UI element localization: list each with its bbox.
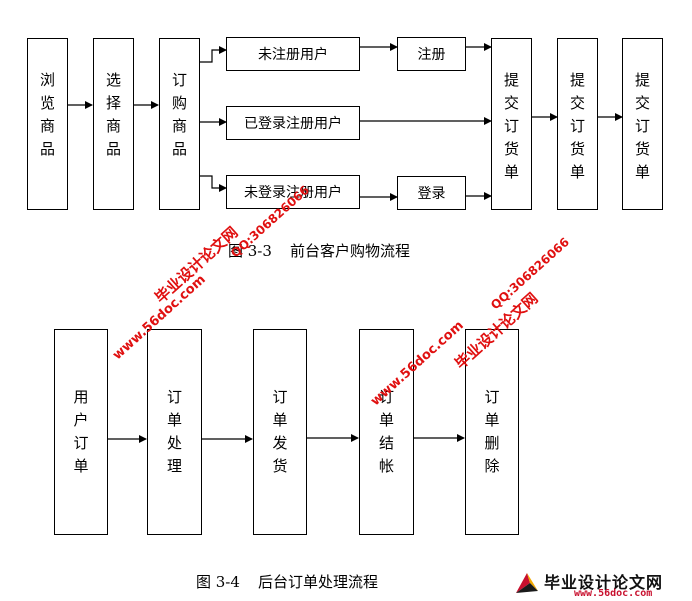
box-order-shipping: 订单发货 [253, 329, 307, 535]
box-user-order-label: 用户订单 [73, 388, 89, 475]
box-submit-order-3: 提交订货单 [622, 38, 663, 210]
box-submit-order-1: 提交订货单 [491, 38, 532, 210]
box-order-goods-label: 订购商品 [171, 71, 187, 158]
box-logged-in-user: 已登录注册用户 [226, 106, 360, 140]
arrow-order-unregistered [199, 46, 227, 63]
box-not-logged-in-user: 未登录注册用户 [226, 175, 360, 209]
logo-url: www.56doc.com [574, 588, 653, 599]
box-register: 注册 [397, 37, 466, 71]
box-order-settlement-label: 订单结帐 [378, 388, 394, 475]
box-logged-in-user-label: 已登录注册用户 [244, 116, 342, 132]
box-order-processing: 订单处理 [147, 329, 202, 535]
box-browse-goods-label: 浏览商品 [39, 71, 55, 158]
caption-figure-3-3-text: 前台客户购物流程 [289, 242, 410, 260]
box-select-goods: 选择商品 [93, 38, 134, 210]
box-order-delete-label: 订单删除 [484, 388, 500, 475]
site-logo: 毕业设计论文网 www.56doc.com [512, 567, 692, 601]
box-order-goods: 订购商品 [159, 38, 200, 210]
box-order-settlement: 订单结帐 [359, 329, 414, 535]
caption-figure-3-3: 图 3-3 前台客户购物流程 [228, 240, 410, 261]
box-unregistered-user-label: 未注册用户 [258, 47, 328, 63]
caption-figure-3-4: 图 3-4 后台订单处理流程 [196, 571, 378, 592]
caption-figure-3-3-number: 图 3-3 [228, 242, 272, 260]
box-not-logged-in-user-label: 未登录注册用户 [244, 185, 342, 201]
logo-title: 毕业设计论文网 [544, 573, 664, 592]
box-unregistered-user: 未注册用户 [226, 37, 360, 71]
box-register-label: 注册 [417, 47, 446, 63]
box-login: 登录 [397, 176, 466, 210]
box-order-shipping-label: 订单发货 [272, 388, 288, 475]
box-submit-order-3-label: 提交订货单 [634, 71, 650, 181]
box-submit-order-1-label: 提交订货单 [503, 71, 519, 181]
caption-figure-3-4-text: 后台订单处理流程 [257, 573, 378, 591]
logo-emblem-icon [516, 573, 538, 593]
arrow-order-notlogged [199, 175, 227, 192]
box-submit-order-2-label: 提交订货单 [569, 71, 585, 181]
box-submit-order-2: 提交订货单 [557, 38, 598, 210]
box-order-delete: 订单删除 [465, 329, 519, 535]
box-order-processing-label: 订单处理 [166, 388, 182, 475]
box-login-label: 登录 [417, 186, 446, 202]
box-user-order: 用户订单 [54, 329, 108, 535]
caption-figure-3-4-number: 图 3-4 [196, 573, 240, 591]
box-browse-goods: 浏览商品 [27, 38, 68, 210]
box-select-goods-label: 选择商品 [105, 71, 121, 158]
